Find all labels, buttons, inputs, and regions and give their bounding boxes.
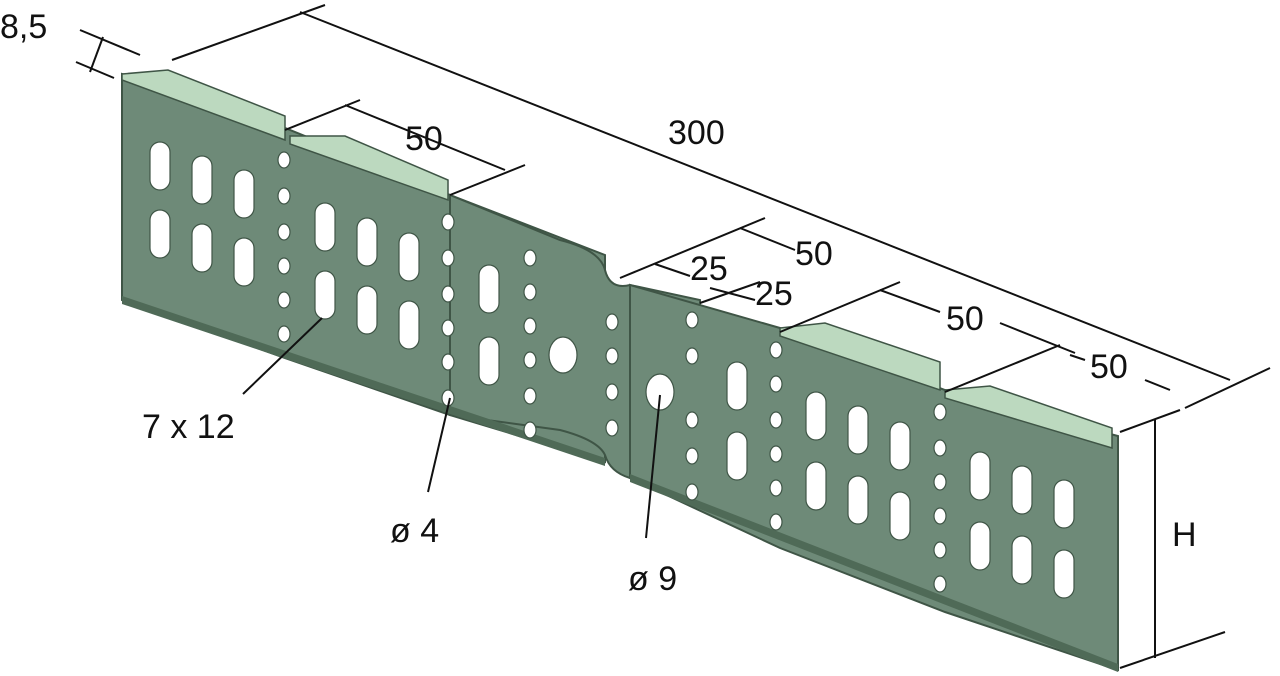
slot (726, 431, 748, 481)
hole (277, 223, 291, 241)
slot (889, 491, 911, 541)
slots (149, 141, 1075, 599)
hole (441, 319, 455, 337)
label-flange-thickness: 8,5 (0, 8, 47, 46)
label-half-right: 25 (755, 275, 793, 313)
hole (441, 285, 455, 303)
label-slot-size: 7 x 12 (142, 408, 235, 446)
hole (605, 419, 619, 437)
hole (769, 513, 783, 531)
hole (277, 257, 291, 275)
slot (149, 209, 171, 259)
flange-4 (944, 385, 1113, 450)
label-half-left: 25 (690, 250, 728, 288)
slot (233, 169, 255, 219)
slot (847, 405, 869, 455)
label-large-hole: ø 9 (628, 560, 677, 598)
slot (478, 264, 500, 314)
hole (933, 507, 947, 525)
hole (769, 375, 783, 393)
hole (933, 439, 947, 457)
slot (398, 300, 420, 350)
hole (933, 575, 947, 593)
slot (149, 141, 171, 191)
hole (277, 187, 291, 205)
slot (356, 285, 378, 335)
label-section-b: 50 (795, 235, 833, 273)
slot (356, 217, 378, 267)
slot (1011, 465, 1033, 515)
top-flanges (121, 69, 1113, 450)
flange-1 (121, 69, 286, 142)
hole (277, 291, 291, 309)
label-section-c: 50 (946, 300, 984, 338)
slot (969, 451, 991, 501)
slot (847, 475, 869, 525)
large-holes (548, 336, 675, 411)
hole (933, 473, 947, 491)
slot (478, 336, 500, 386)
slot (233, 237, 255, 287)
slot (805, 391, 827, 441)
large-hole (645, 373, 675, 411)
slot (398, 232, 420, 282)
small-holes (277, 151, 947, 593)
hole (933, 541, 947, 559)
hole (523, 317, 537, 335)
label-height: H (1172, 516, 1197, 554)
dimension-lines (75, 4, 1271, 669)
plate-body (121, 72, 1119, 672)
slot (1053, 549, 1075, 599)
label-total-length: 300 (668, 114, 725, 152)
slot (191, 223, 213, 273)
hole (523, 249, 537, 267)
hole (685, 311, 699, 329)
hole (769, 411, 783, 429)
hole (523, 351, 537, 369)
slot (805, 461, 827, 511)
label-section-d: 50 (1090, 348, 1128, 386)
hole (769, 445, 783, 463)
hole (523, 421, 537, 439)
slot (889, 421, 911, 471)
slot (726, 361, 748, 411)
hole (685, 411, 699, 429)
hole (933, 403, 947, 421)
plate-bottom-lip-right (630, 474, 1118, 672)
hole (685, 483, 699, 501)
label-small-hole: ø 4 (390, 512, 439, 550)
hole (685, 447, 699, 465)
hole (441, 249, 455, 267)
flange-2 (289, 135, 449, 202)
hole (277, 151, 291, 169)
flange-3 (779, 322, 941, 392)
hole (605, 313, 619, 331)
hole (441, 353, 455, 371)
slot (314, 270, 336, 320)
slot (1011, 535, 1033, 585)
dimension-labels: 8,5 300 50 50 25 25 50 50 7 x 12 ø 4 ø 9… (0, 8, 1197, 598)
slot (191, 155, 213, 205)
slot (969, 521, 991, 571)
hole (523, 283, 537, 301)
label-section-a: 50 (405, 120, 443, 158)
hole (769, 479, 783, 497)
plate-bottom-lip (122, 296, 605, 466)
hole (685, 347, 699, 365)
hole (769, 341, 783, 359)
hole (605, 347, 619, 365)
hole (441, 213, 455, 231)
hole (523, 387, 537, 405)
slot (314, 202, 336, 252)
large-hole (548, 336, 578, 374)
hole (605, 383, 619, 401)
slot (1053, 479, 1075, 529)
hole (277, 325, 291, 343)
